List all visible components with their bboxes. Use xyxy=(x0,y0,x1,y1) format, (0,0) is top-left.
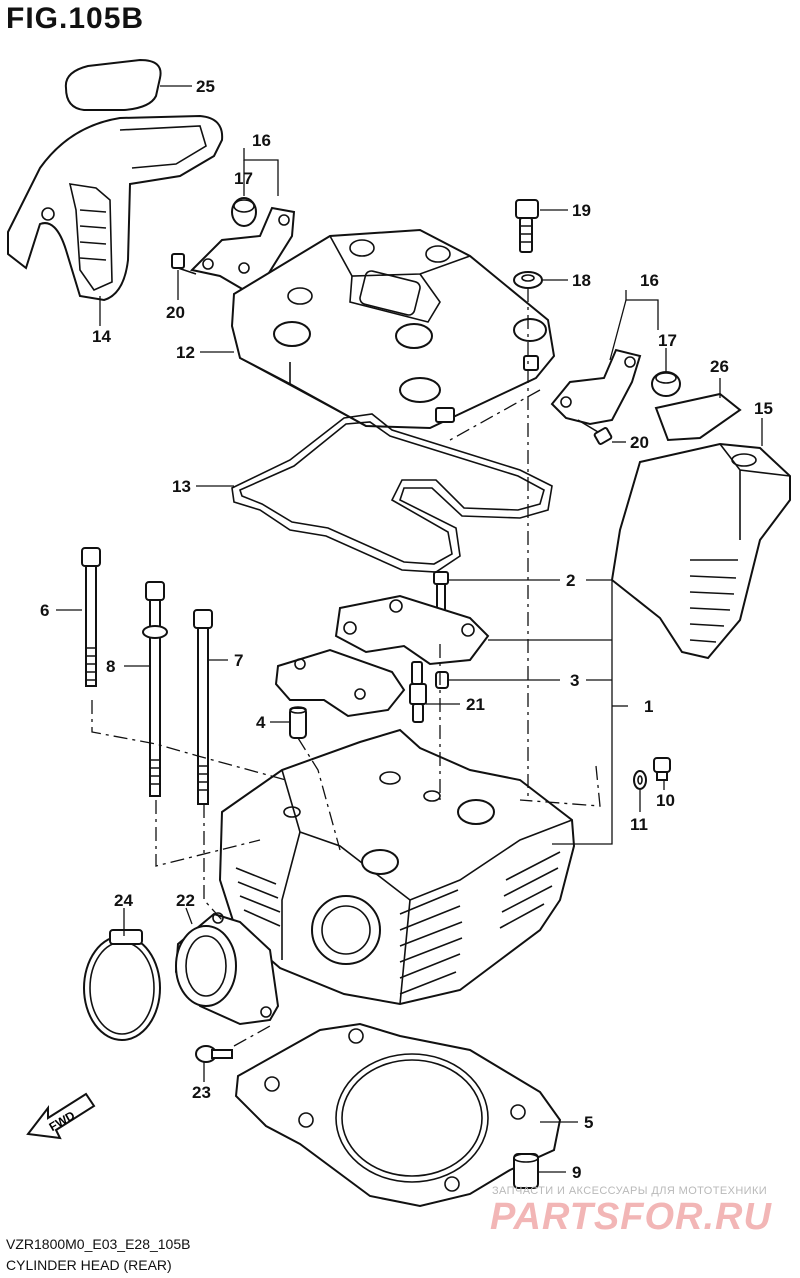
callout-24: 24 xyxy=(114,891,133,910)
part-19-bolt xyxy=(515,199,539,253)
figure-name: CYLINDER HEAD (REAR) xyxy=(6,1257,172,1273)
callout-17: 17 xyxy=(234,169,253,188)
part-17-grommet-right xyxy=(651,371,681,397)
callout-19: 19 xyxy=(572,201,591,220)
part-9-dowel-pin xyxy=(513,1153,539,1189)
part-7-stud-bolt xyxy=(193,609,213,805)
part-16-bracket-right xyxy=(550,348,642,426)
part-15-right-cover xyxy=(610,442,791,660)
callout-5: 5 xyxy=(584,1113,593,1132)
part-8-stud-bolt xyxy=(142,581,168,797)
part-6-stud-bolt xyxy=(81,547,101,687)
part-4-sleeve xyxy=(289,706,307,739)
callout-6: 6 xyxy=(40,601,49,620)
callout-4: 4 xyxy=(256,713,266,732)
callout-22: 22 xyxy=(176,891,195,910)
callout-14: 14 xyxy=(92,327,111,346)
part-21-spark-plug xyxy=(409,661,427,723)
callout-15: 15 xyxy=(754,399,773,418)
callout-16: 16 xyxy=(252,131,271,150)
assembly-lines xyxy=(91,288,601,1047)
callout-9: 9 xyxy=(572,1163,581,1182)
part-10-bolt xyxy=(653,757,671,781)
part-20-bolt-right xyxy=(577,419,613,445)
figure-code: VZR1800M0_E03_E28_105B xyxy=(6,1236,191,1252)
part-20-bolt-left xyxy=(171,253,197,275)
callout-2: 2 xyxy=(566,571,575,590)
part-12-cylinder-head-cover xyxy=(230,228,556,430)
leader-lines xyxy=(56,85,763,1173)
callout-16-right: 16 xyxy=(640,271,659,290)
part-25-seal-pad xyxy=(64,58,162,111)
watermark-brand: PARTSFOR.RU xyxy=(490,1196,772,1238)
part-17-grommet-left xyxy=(231,197,257,227)
part-5-cylinder-gasket xyxy=(234,1022,562,1208)
part-13-cover-gasket xyxy=(231,413,553,573)
part-16-bracket-left xyxy=(189,206,296,292)
part-1-holder-lower xyxy=(274,648,406,718)
part-1-holder-upper xyxy=(334,594,490,666)
callout-11: 11 xyxy=(630,815,648,834)
callout-3: 3 xyxy=(570,671,579,690)
part-26-seal-pad xyxy=(654,392,742,442)
part-18-washer xyxy=(513,271,543,289)
part-24-clamp xyxy=(83,929,161,1041)
part-22-intake-pipe xyxy=(174,912,280,1026)
callout-17-right: 17 xyxy=(658,331,677,350)
callout-13: 13 xyxy=(172,477,191,496)
callout-18: 18 xyxy=(572,271,591,290)
callout-7: 7 xyxy=(234,651,243,670)
callout-20-right: 20 xyxy=(630,433,649,452)
part-3-dowel-pin xyxy=(435,671,449,689)
callout-20: 20 xyxy=(166,303,185,322)
part-11-washer xyxy=(633,770,647,790)
callout-21: 21 xyxy=(466,695,485,714)
callout-10: 10 xyxy=(656,791,675,810)
part-14-left-cover xyxy=(7,114,224,302)
watermark-tagline: ЗАПЧАСТИ И АКСЕССУАРЫ ДЛЯ МОТОТЕХНИКИ xyxy=(492,1185,768,1197)
callout-12: 12 xyxy=(176,343,195,362)
callout-8: 8 xyxy=(106,657,115,676)
part-cylinder-head xyxy=(218,728,576,1006)
callout-26: 26 xyxy=(710,357,729,376)
callout-labels: 25 16 17 19 18 16 20 14 17 12 26 15 20 1… xyxy=(40,77,773,1182)
part-23-screw xyxy=(195,1045,233,1063)
fwd-arrow-icon: FWD xyxy=(26,1092,96,1140)
callout-25: 25 xyxy=(196,77,215,96)
callout-23: 23 xyxy=(192,1083,211,1102)
figure-title: FIG.105B xyxy=(6,2,145,35)
callout-1: 1 xyxy=(644,697,653,716)
